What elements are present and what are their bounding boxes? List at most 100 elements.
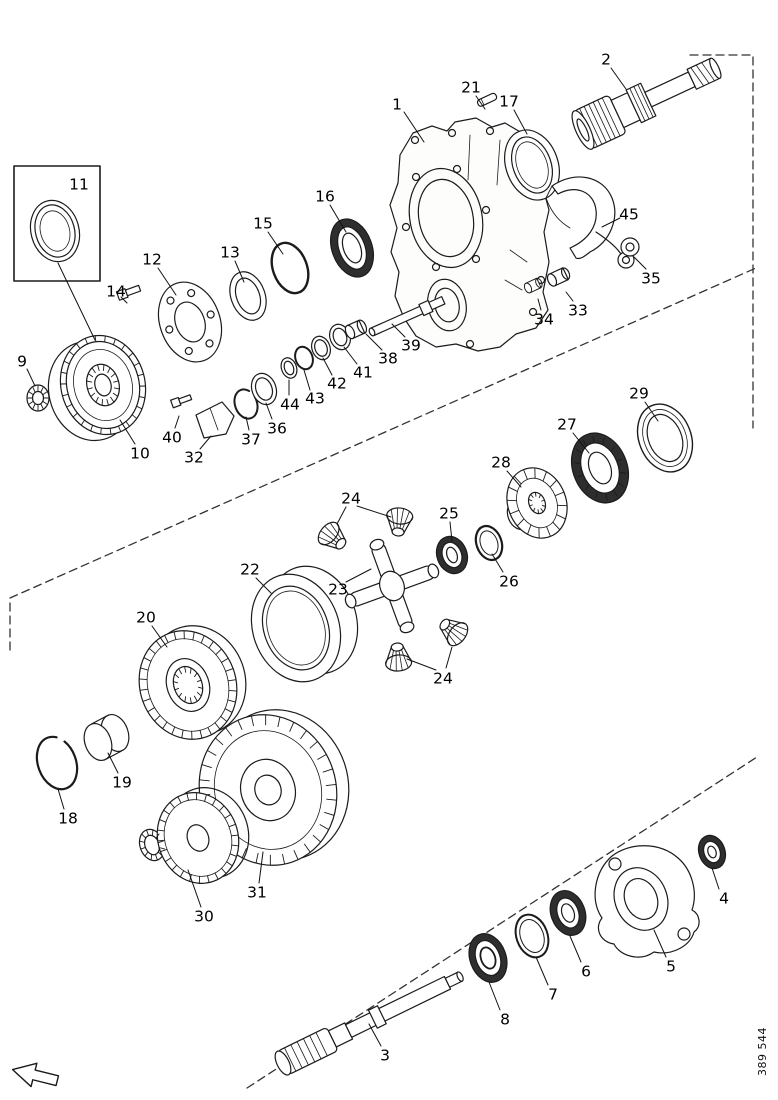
frame-dashed-border (9, 54, 758, 1089)
part-24-bevel-pinion (433, 611, 473, 651)
svg-text:11: 11 (69, 176, 89, 194)
part-13-ring (229, 271, 267, 321)
part-35-nut (620, 237, 640, 257)
part-29-ring (636, 403, 694, 473)
part-45-shift-fork (545, 176, 635, 269)
part-40-bolt (170, 394, 193, 409)
svg-text:37: 37 (241, 431, 261, 449)
callout-12: 12 (142, 251, 177, 296)
callout-37: 37 (241, 416, 261, 449)
svg-text:28: 28 (491, 454, 511, 472)
part-3-output-shaft (274, 971, 464, 1076)
callout-7: 7 (535, 956, 558, 1004)
callout-44: 44 (280, 379, 300, 414)
svg-text:29: 29 (629, 385, 649, 403)
part-38-spacer (344, 319, 368, 340)
part-14-bolt (115, 284, 142, 301)
part-21-pin (476, 92, 498, 107)
callout-22: 22 (240, 561, 272, 594)
callout-27: 27 (557, 416, 590, 454)
svg-text:7: 7 (548, 986, 558, 1004)
callout-18: 18 (57, 788, 78, 828)
svg-text:35: 35 (641, 270, 661, 288)
svg-text:18: 18 (58, 810, 78, 828)
svg-text:39: 39 (401, 337, 421, 355)
callout-43: 43 (303, 369, 325, 408)
part-18-snap-ring (35, 735, 79, 791)
part-27-bearing (570, 432, 630, 504)
part-15-snap-ring (270, 241, 310, 295)
part-12-bearing-flange (157, 281, 223, 363)
part-43-ring (294, 345, 314, 371)
callout-8: 8 (488, 981, 510, 1029)
callout-25: 25 (439, 505, 459, 542)
svg-text:16: 16 (315, 188, 335, 206)
part-20-helical-gear (138, 625, 247, 740)
svg-text:22: 22 (240, 561, 260, 579)
svg-text:30: 30 (194, 908, 214, 926)
svg-text:43: 43 (305, 390, 325, 408)
detail-inset-box (13, 165, 101, 282)
callout-34: 34 (534, 298, 554, 329)
part-17-seal-ring (504, 129, 560, 201)
part-42-washer (310, 335, 332, 361)
callout-21: 21 (461, 79, 486, 110)
callout-14: 14 (106, 283, 128, 304)
svg-text:33: 33 (568, 302, 588, 320)
part-26-washer (474, 524, 504, 562)
svg-text:42: 42 (327, 375, 347, 393)
part-39-shaft (368, 296, 446, 337)
svg-text:24: 24 (433, 670, 453, 688)
svg-text:19: 19 (112, 774, 132, 792)
svg-text:45: 45 (619, 206, 639, 224)
svg-text:13: 13 (220, 244, 240, 262)
callout-40: 40 (162, 415, 182, 447)
part-2-input-shaft (571, 57, 722, 150)
svg-text:40: 40 (162, 429, 182, 447)
drawing-number: 389 544 (756, 1027, 769, 1076)
svg-text:14: 14 (106, 283, 126, 301)
callout-45: 45 (601, 206, 639, 228)
part-9-splined-washer (26, 384, 50, 412)
svg-text:24: 24 (341, 490, 361, 508)
callout-28: 28 (491, 454, 522, 488)
svg-text:8: 8 (500, 1011, 510, 1029)
callout-26: 26 (491, 553, 519, 591)
svg-text:32: 32 (184, 449, 204, 467)
part-44-washer (280, 357, 298, 379)
svg-text:25: 25 (439, 505, 459, 523)
part-33-plug (545, 265, 573, 289)
part-4-washer (697, 834, 727, 870)
svg-text:2: 2 (601, 51, 611, 69)
callout-5: 5 (653, 929, 676, 976)
callout-6: 6 (569, 935, 591, 981)
part-10-drive-flange (47, 334, 147, 442)
svg-text:4: 4 (719, 890, 729, 908)
svg-text:3: 3 (380, 1047, 390, 1065)
svg-text:10: 10 (130, 445, 150, 463)
callout-33: 33 (565, 291, 588, 320)
part-19-bushing (83, 714, 130, 761)
svg-text:6: 6 (581, 963, 591, 981)
part-11-seal (29, 199, 81, 263)
svg-text:20: 20 (136, 609, 156, 627)
svg-text:44: 44 (280, 396, 300, 414)
callout-32: 32 (184, 435, 212, 467)
callout-1: 1 (392, 96, 425, 143)
svg-text:23: 23 (328, 581, 348, 599)
part-24-bevel-pinion (384, 506, 415, 538)
svg-text:21: 21 (461, 79, 481, 97)
part-23-spider-cross (344, 538, 440, 634)
callout-30: 30 (187, 869, 214, 926)
callout-13: 13 (220, 244, 245, 283)
callout-29: 29 (629, 385, 659, 422)
part-8-bearing (468, 933, 508, 983)
callout-16: 16 (315, 188, 347, 233)
svg-text:31: 31 (247, 884, 267, 902)
callout-3: 3 (368, 1023, 390, 1065)
part-24-bevel-pinion (313, 517, 353, 557)
part-28-side-gear (506, 467, 568, 539)
